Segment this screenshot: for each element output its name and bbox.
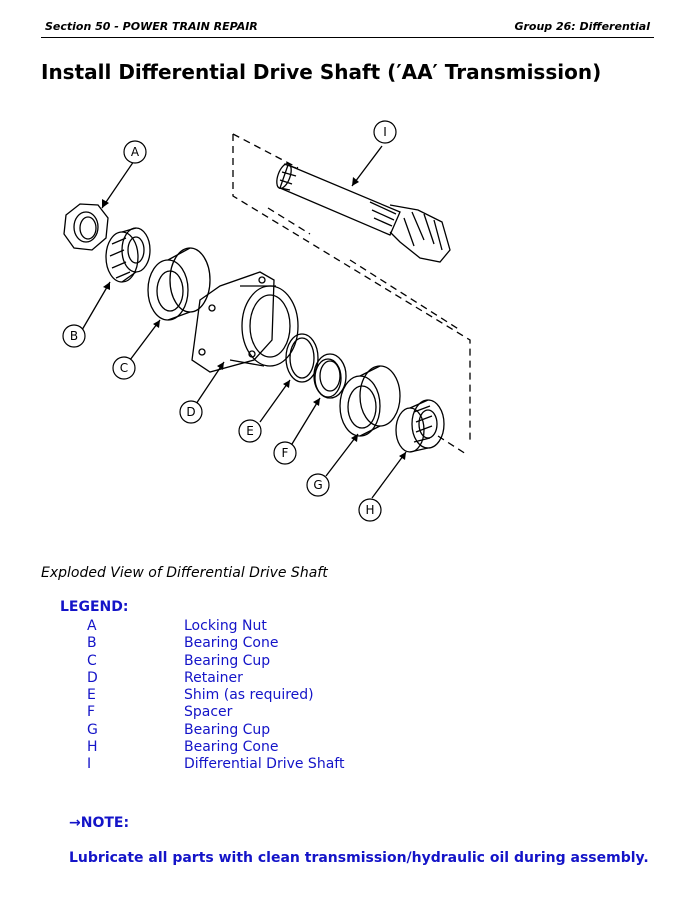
bearing-cone-part-h xyxy=(395,399,445,453)
callout-b: B xyxy=(70,329,78,343)
legend-key: H xyxy=(87,738,98,755)
legend-label: Spacer xyxy=(184,704,233,721)
legend-item: G Bearing Cup xyxy=(87,722,387,739)
legend-item: I Differential Drive Shaft xyxy=(87,756,387,773)
legend-key: F xyxy=(87,704,96,721)
bearing-cone-part-b xyxy=(105,227,151,283)
shim-part xyxy=(285,333,319,383)
spacer-part xyxy=(313,353,347,399)
legend-title: LEGEND: xyxy=(60,599,129,615)
note-label: →NOTE: xyxy=(69,815,130,831)
legend-item: A Locking Nut xyxy=(87,618,387,635)
legend-label: Bearing Cone xyxy=(184,738,279,755)
callout-f: F xyxy=(282,446,289,460)
drive-shaft-part xyxy=(276,162,451,263)
legend-key: C xyxy=(87,652,97,669)
legend-item: C Bearing Cup xyxy=(87,653,387,670)
legend-label: Bearing Cone xyxy=(184,635,279,652)
callout-e: E xyxy=(246,424,254,438)
note-text: Lubricate all parts with clean transmiss… xyxy=(69,850,649,866)
bearing-cup-part-c xyxy=(147,247,211,321)
callout-a: A xyxy=(131,145,140,159)
callout-g: G xyxy=(313,478,322,492)
page-title: Install Differential Drive Shaft (′AA′ T… xyxy=(41,60,602,84)
legend-item: D Retainer xyxy=(87,670,387,687)
exploded-view-diagram: A B C D E F G H I xyxy=(62,120,471,522)
legend-label: Locking Nut xyxy=(184,618,267,634)
legend-label: Retainer xyxy=(184,669,243,686)
section-label: Section 50 - POWER TRAIN REPAIR xyxy=(45,20,258,33)
legend-item: B Bearing Cone xyxy=(87,635,387,652)
figure-caption: Exploded View of Differential Drive Shaf… xyxy=(41,565,328,581)
legend-label: Shim (as required) xyxy=(184,687,314,703)
legend-key: G xyxy=(87,721,98,738)
legend-label: Bearing Cup xyxy=(184,721,271,738)
callout-c: C xyxy=(120,361,128,375)
callout-i: I xyxy=(383,125,387,139)
group-label: Group 26: Differential xyxy=(514,20,650,33)
legend-item: E Shim (as required) xyxy=(87,687,387,704)
legend-key: D xyxy=(87,669,98,686)
legend-label: Differential Drive Shaft xyxy=(184,756,345,772)
legend-key: B xyxy=(87,635,97,652)
bearing-cup-part-g xyxy=(339,365,401,437)
legend-key: E xyxy=(87,687,96,703)
legend-label: Bearing Cup xyxy=(184,652,271,669)
legend-key: A xyxy=(87,618,97,634)
legend-key: I xyxy=(87,756,92,772)
callout-h: H xyxy=(365,503,374,517)
page-header: Section 50 - POWER TRAIN REPAIR Group 26… xyxy=(41,19,654,38)
locking-nut-part xyxy=(63,203,109,251)
callout-d: D xyxy=(186,405,195,419)
legend-item: H Bearing Cone xyxy=(87,739,387,756)
retainer-part xyxy=(191,271,299,373)
legend-item: F Spacer xyxy=(87,704,387,721)
